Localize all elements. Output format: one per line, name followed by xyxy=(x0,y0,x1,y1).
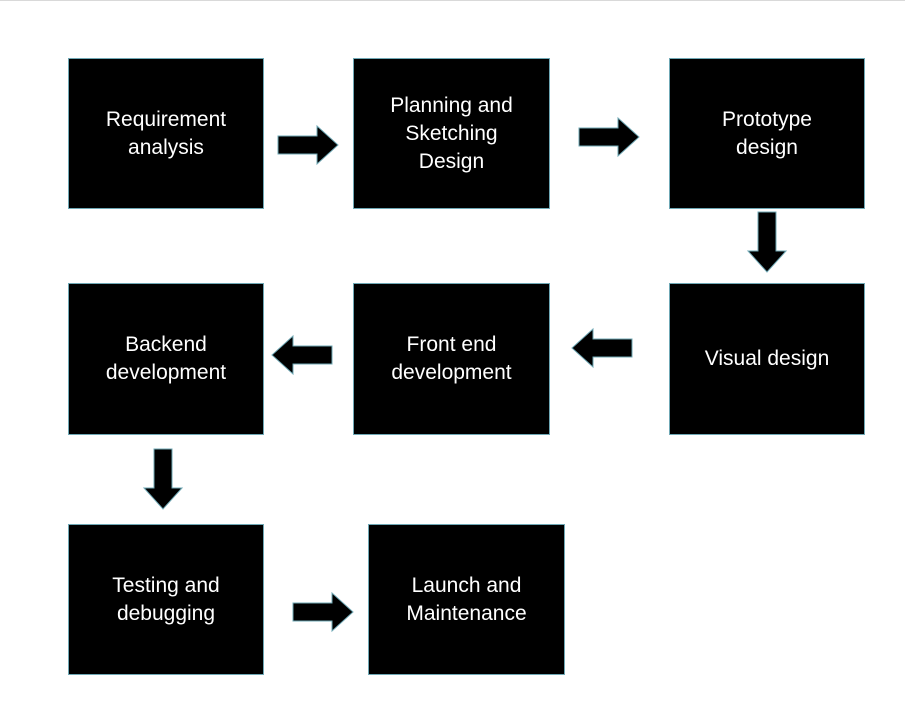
node-planning-sketching-design: Planning and Sketching Design xyxy=(353,58,550,209)
arrow-down-icon xyxy=(142,448,184,510)
node-label: Launch and Maintenance xyxy=(406,573,527,625)
node-label: Testing and debugging xyxy=(112,573,220,625)
node-label: Backend development xyxy=(105,333,227,384)
arrow-down-icon xyxy=(746,211,788,273)
arrow-right-icon xyxy=(277,124,339,166)
arrow-right-icon xyxy=(578,116,640,158)
arrow-left-icon xyxy=(571,327,633,369)
node-requirement-analysis: Requirement analysis xyxy=(68,58,264,209)
node-label: Front end development xyxy=(391,333,512,384)
top-divider xyxy=(0,0,905,1)
node-label: Requirement analysis xyxy=(105,107,227,159)
node-launch-maintenance: Launch and Maintenance xyxy=(368,524,565,675)
node-visual-design: Visual design xyxy=(669,283,865,435)
node-label: Planning and Sketching Design xyxy=(390,93,513,173)
node-label: Prototype design xyxy=(722,107,812,159)
node-label: Visual design xyxy=(704,347,830,370)
arrow-left-icon xyxy=(271,334,333,376)
arrow-right-icon xyxy=(292,591,354,633)
node-backend-development: Backend development xyxy=(68,283,264,435)
node-testing-debugging: Testing and debugging xyxy=(68,524,264,675)
node-front-end-development: Front end development xyxy=(353,283,550,435)
node-prototype-design: Prototype design xyxy=(669,58,865,209)
